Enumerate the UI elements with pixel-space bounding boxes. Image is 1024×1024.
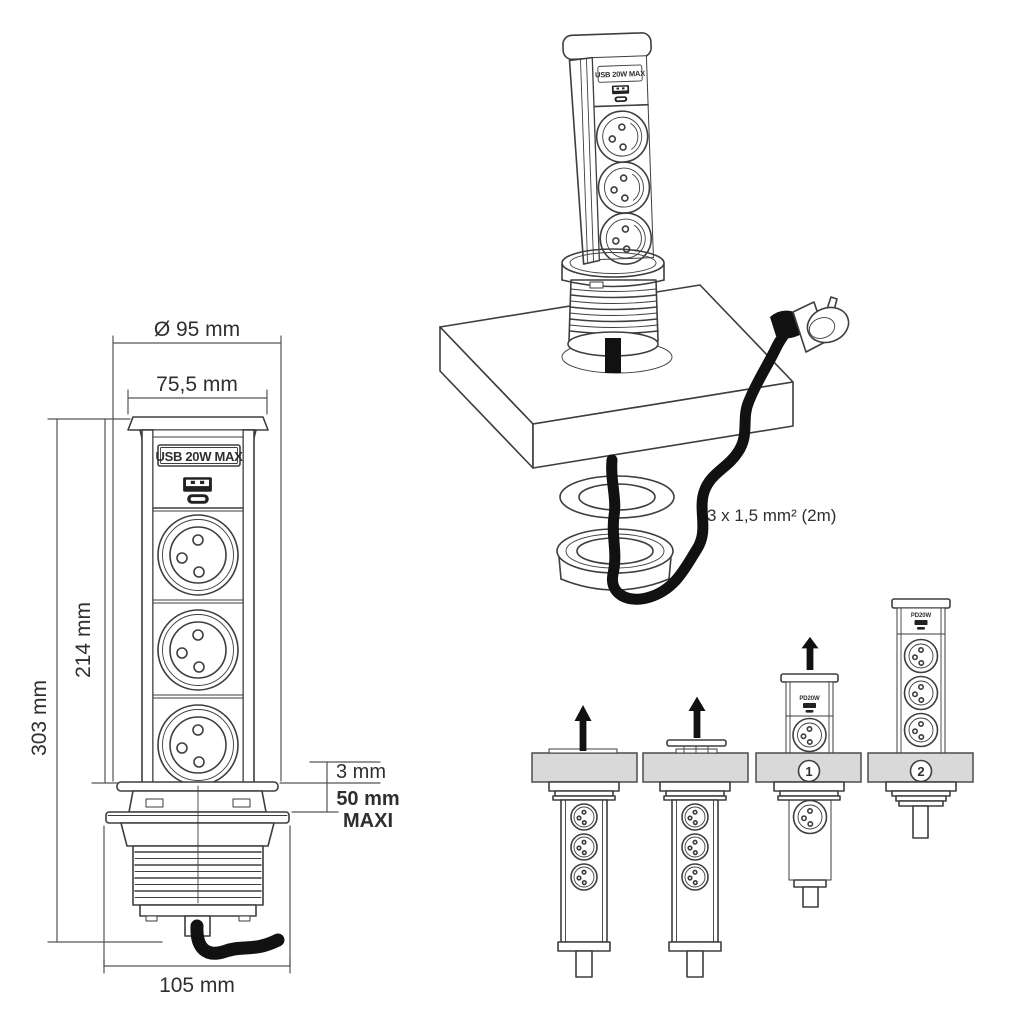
pull-up-arrow-3 — [801, 636, 819, 670]
dim-flange-diameter-label: Ø 95 mm — [154, 318, 240, 341]
dimension-cap-width: 75,5 mm — [127, 373, 268, 415]
step-1-number: 1 — [805, 764, 812, 779]
installed-tower: USB 20W MAX — [562, 32, 654, 266]
usb-c-port-icon — [187, 494, 209, 504]
usb-a-port-icon — [183, 477, 212, 492]
full-tower-base-below — [885, 781, 957, 839]
power-cord — [190, 919, 285, 960]
dimension-popup-height: 214 mm — [72, 418, 119, 784]
installed-usb-a-icon — [611, 85, 630, 95]
mounting-base — [105, 781, 290, 937]
dim-max-counter-maxi: MAXI — [343, 810, 393, 832]
counter-slab-1 — [531, 752, 638, 783]
sequence-stage-2: PD20W 2 — [867, 598, 974, 839]
tower-rail-left — [141, 429, 154, 784]
left-technical-drawing: Ø 95 mm 75,5 mm — [28, 318, 400, 997]
dim-total-height-label: 303 mm — [28, 680, 51, 756]
dimension-base-width: 105 mm — [103, 825, 291, 997]
usb-label-text: USB 20W MAX — [156, 449, 244, 464]
cable-stub — [605, 338, 621, 373]
installed-usb-plate: USB 20W MAX — [595, 64, 645, 83]
dimension-flange-thickness: 3 mm — [279, 761, 386, 813]
installed-view: USB 20W MAX — [439, 32, 850, 605]
partial-tower-above: PD20W — [780, 673, 839, 754]
plug-head — [806, 306, 850, 344]
power-cable — [606, 315, 805, 605]
installation-sequence: PD20W 1 — [531, 598, 974, 977]
base-plate — [139, 904, 257, 917]
top-flange — [116, 781, 279, 792]
dimension-total-height: 303 mm — [28, 418, 163, 943]
dimension-max-counter-thickness: 50 mm MAXI — [291, 788, 400, 832]
dimension-flange-diameter: Ø 95 mm — [112, 318, 282, 782]
dim-cap-width-label: 75,5 mm — [156, 373, 238, 396]
counter-slab-2 — [642, 752, 749, 783]
dim-flange-thickness-label: 3 mm — [336, 761, 386, 783]
dim-max-counter-value: 50 mm — [336, 788, 399, 810]
full-tower-above: PD20W — [891, 598, 951, 754]
mini-tower-label-2: PD20W — [911, 613, 932, 619]
tower-cap — [127, 416, 269, 431]
step-1-badge: 1 — [797, 759, 821, 783]
mini-usb-a-icon-1 — [803, 703, 816, 708]
tower-rail-right — [242, 429, 255, 784]
collar-ring — [561, 248, 665, 289]
mini-tower-label-1: PD20W — [799, 696, 820, 702]
collar-latch — [589, 281, 604, 289]
raised-lid — [666, 739, 727, 747]
cable-spec-label: 3 x 1,5 mm² (2m) — [707, 506, 836, 525]
installed-usb-label: USB 20W MAX — [595, 69, 645, 80]
sequence-stage-lid-raised — [642, 696, 749, 977]
latch-right — [232, 798, 251, 808]
step-2-badge: 2 — [909, 759, 933, 783]
hidden-tower-2 — [660, 782, 730, 977]
clamp-lip — [105, 811, 290, 824]
partial-tower-below — [773, 781, 845, 908]
socket-tower-elevation: USB 20W MAX — [105, 416, 290, 960]
usb-label-plate: USB 20W MAX — [156, 444, 244, 467]
hidden-tower-1 — [549, 782, 619, 977]
step-2-number: 2 — [917, 764, 924, 779]
sequence-stage-closed — [531, 705, 638, 977]
pull-up-arrow-2 — [688, 696, 706, 738]
sequence-stage-1: PD20W 1 — [755, 636, 862, 908]
mini-usb-c-icon-2 — [917, 627, 925, 630]
dim-popup-height-label: 214 mm — [72, 602, 95, 678]
latch-left — [145, 798, 164, 808]
mini-usb-c-icon-1 — [805, 710, 814, 713]
hole-rim — [675, 748, 718, 754]
installed-usb-c-icon — [614, 96, 628, 103]
dim-base-width-label: 105 mm — [159, 974, 235, 997]
power-plug — [770, 296, 850, 353]
pull-up-arrow-1 — [574, 705, 592, 751]
slab-front-face — [532, 381, 794, 469]
mini-usb-a-icon-2 — [914, 620, 928, 625]
